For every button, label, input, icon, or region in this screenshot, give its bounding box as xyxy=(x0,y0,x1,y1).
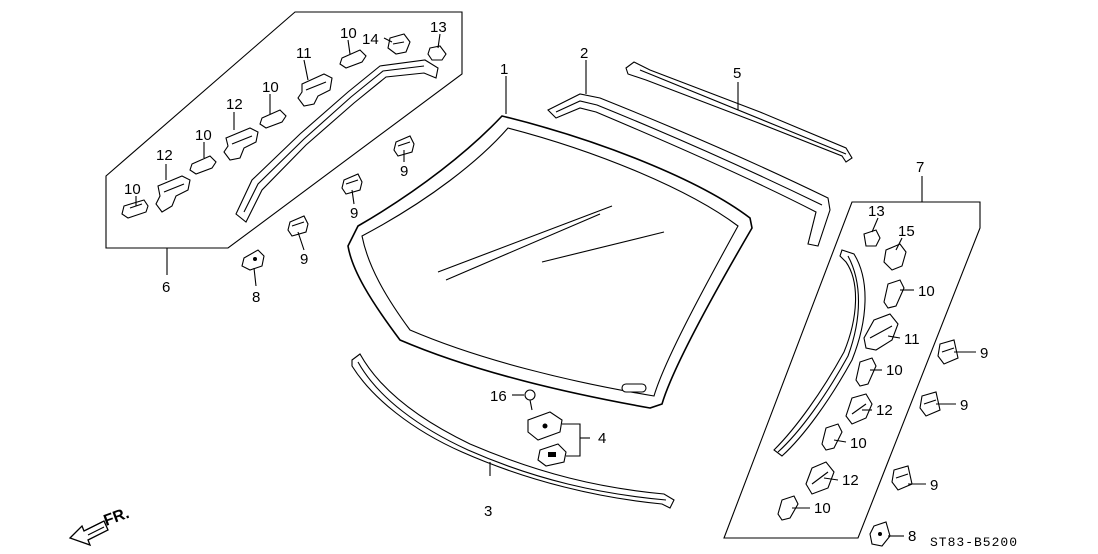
bracket-4-lower xyxy=(537,443,567,467)
callout-1: 1 xyxy=(500,61,508,78)
left-retainer-9c xyxy=(287,215,309,237)
leader-lines xyxy=(135,33,976,537)
left-clip-8 xyxy=(241,249,265,271)
callout-7: 7 xyxy=(916,159,924,176)
callout-right-12b: 12 xyxy=(842,472,859,489)
bracket-4-upper xyxy=(527,411,563,441)
callout-right-10b: 10 xyxy=(886,362,903,379)
callout-left-10a: 10 xyxy=(124,181,141,198)
windshield-glass xyxy=(347,115,753,409)
callout-left-9c: 9 xyxy=(300,251,308,268)
left-retainer-9b xyxy=(341,173,363,195)
left-clip-13 xyxy=(427,45,447,61)
right-clip-10c xyxy=(821,423,843,451)
front-direction-label: FR. xyxy=(102,505,132,530)
right-clip-8 xyxy=(869,521,891,547)
right-clip-11 xyxy=(863,313,899,351)
callout-right-15: 15 xyxy=(898,223,915,240)
left-side-molding xyxy=(235,59,439,223)
callout-left-9a: 9 xyxy=(400,163,408,180)
callout-right-9b: 9 xyxy=(960,397,968,414)
left-clip-12b xyxy=(223,127,259,161)
callout-left-8: 8 xyxy=(252,289,260,306)
right-molding-kit-outline xyxy=(723,176,981,539)
callout-left-12b: 12 xyxy=(226,96,243,113)
upper-molding xyxy=(547,93,831,247)
right-clip-10b xyxy=(855,357,877,387)
left-clip-10b xyxy=(189,155,217,175)
callout-right-8: 8 xyxy=(908,528,916,545)
callout-6: 6 xyxy=(162,279,170,296)
left-clip-10a xyxy=(121,199,149,219)
left-clip-11 xyxy=(297,73,333,107)
diagram-code: ST83-B5200 xyxy=(930,535,1018,550)
callout-2: 2 xyxy=(580,45,588,62)
front-direction-arrow-icon xyxy=(68,520,109,547)
callout-left-10c: 10 xyxy=(262,79,279,96)
dam-rubber xyxy=(625,61,853,163)
callout-5: 5 xyxy=(733,65,741,82)
left-clip-12a xyxy=(155,175,191,213)
callout-left-10b: 10 xyxy=(195,127,212,144)
callout-left-14: 14 xyxy=(362,31,379,48)
right-retainer-9b xyxy=(919,391,941,417)
callout-right-10a: 10 xyxy=(918,283,935,300)
right-clip-12b xyxy=(805,461,835,495)
left-retainer-9a xyxy=(393,135,415,157)
callout-right-13: 13 xyxy=(868,203,885,220)
callout-left-13: 13 xyxy=(430,19,447,36)
callout-3: 3 xyxy=(484,503,492,520)
callout-4: 4 xyxy=(598,430,606,447)
lower-molding xyxy=(351,353,675,509)
bracket-4-bracket-lines xyxy=(562,423,590,457)
left-clip-10d xyxy=(339,49,367,69)
right-retainer-9a xyxy=(937,339,959,365)
callout-left-11: 11 xyxy=(296,45,312,62)
right-clip-13 xyxy=(863,229,881,247)
callout-right-12a: 12 xyxy=(876,402,893,419)
callout-right-10c: 10 xyxy=(850,435,867,452)
right-clip-12a xyxy=(845,393,873,425)
callout-right-11: 11 xyxy=(904,331,920,348)
right-clip-10d xyxy=(777,495,799,521)
callout-right-10d: 10 xyxy=(814,500,831,517)
left-clip-10c xyxy=(259,109,287,129)
left-clip-14 xyxy=(387,33,411,55)
right-side-molding xyxy=(773,249,866,457)
right-retainer-9c xyxy=(891,465,913,491)
callout-left-9b: 9 xyxy=(350,205,358,222)
callout-left-12a: 12 xyxy=(156,147,173,164)
callout-left-10d: 10 xyxy=(340,25,357,42)
callout-16: 16 xyxy=(490,388,507,405)
callout-right-9a: 9 xyxy=(980,345,988,362)
right-clip-10a xyxy=(883,279,905,309)
bolt-16 xyxy=(524,389,536,411)
right-clip-15 xyxy=(883,243,907,271)
left-molding-kit-outline xyxy=(105,11,463,275)
callout-right-9c: 9 xyxy=(930,477,938,494)
